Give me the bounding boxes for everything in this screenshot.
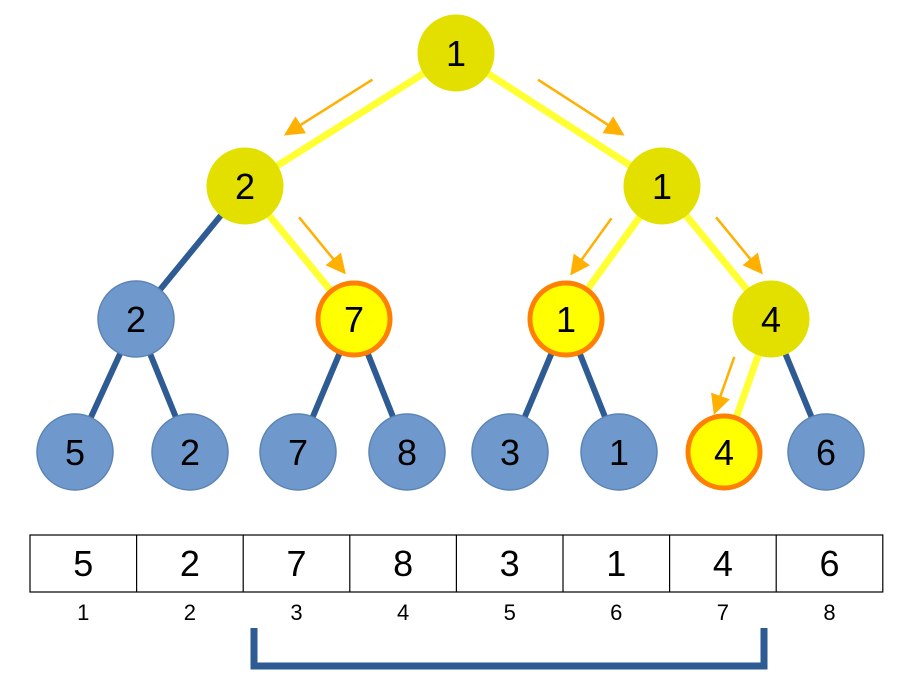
array-cell-value: 6 — [819, 543, 839, 584]
array-table: 5 1 2 2 7 3 8 4 3 5 1 6 4 7 6 8 — [29, 534, 884, 625]
tree-node-circle — [471, 413, 549, 491]
array-cell-value: 2 — [180, 543, 200, 584]
traversal-arrow-n2-n5 — [298, 216, 346, 275]
tree-node-circle — [315, 280, 393, 358]
array-index-label: 7 — [717, 600, 729, 625]
array-index-label: 3 — [290, 600, 302, 625]
array-cell-value: 7 — [286, 543, 306, 584]
array-cell-value: 1 — [606, 543, 626, 584]
tree-node-n11: 8 — [368, 413, 446, 491]
tree-node-label: 2 — [180, 432, 200, 473]
tree-edges — [72, 50, 829, 454]
traversal-arrow-n1-n2 — [283, 78, 374, 136]
tree-node-label: 3 — [500, 432, 520, 473]
array-index-label: 2 — [184, 600, 196, 625]
array-cell-value: 3 — [500, 543, 520, 584]
tree-edge-n1-n3 — [454, 50, 664, 189]
array-index-label: 6 — [610, 600, 622, 625]
array-cell-value: 5 — [73, 543, 93, 584]
tree-node-n12: 3 — [471, 413, 549, 491]
range-bracket-path — [250, 628, 768, 670]
tree-node-n13: 1 — [580, 413, 658, 491]
tree-node-circle — [97, 280, 175, 358]
tree-node-circle — [36, 413, 114, 491]
tree-node-n4: 2 — [97, 280, 175, 358]
tree-edge-n1-n2 — [243, 50, 458, 189]
tree-node-label: 1 — [556, 299, 576, 340]
array-cell-value: 4 — [713, 543, 733, 584]
tree-node-label: 7 — [344, 299, 364, 340]
tree-node-label: 6 — [816, 432, 836, 473]
tree-node-n8: 5 — [36, 413, 114, 491]
tree-node-circle — [417, 14, 495, 92]
tree-node-circle — [206, 147, 284, 225]
tree-node-label: 1 — [609, 432, 629, 473]
tree-node-n3: 1 — [623, 147, 701, 225]
tree-node-circle — [151, 413, 229, 491]
tree-node-circle — [527, 280, 605, 358]
tree-node-n10: 7 — [259, 413, 337, 491]
tree-node-n9: 2 — [151, 413, 229, 491]
tree-node-n15: 6 — [787, 413, 865, 491]
tree-node-n5: 7 — [315, 280, 393, 358]
tree-node-label: 1 — [652, 166, 672, 207]
range-bracket — [250, 628, 768, 670]
tree-node-circle — [580, 413, 658, 491]
array-cell-value: 8 — [393, 543, 413, 584]
tree-node-label: 8 — [397, 432, 417, 473]
tree-node-label: 2 — [126, 299, 146, 340]
tree-node-circle — [787, 413, 865, 491]
tree-node-label: 1 — [446, 33, 466, 74]
tree-node-n6: 1 — [527, 280, 605, 358]
tree-node-circle — [623, 147, 701, 225]
array-index-label: 1 — [77, 600, 89, 625]
traversal-arrow-n7-n14 — [711, 356, 736, 415]
tree-node-circle — [685, 413, 763, 491]
array-index-label: 8 — [823, 600, 835, 625]
tree-node-label: 5 — [65, 432, 85, 473]
tree-node-circle — [368, 413, 446, 491]
array-index-label: 4 — [397, 600, 409, 625]
tree-node-label: 4 — [761, 299, 781, 340]
array-index-label: 5 — [504, 600, 516, 625]
tree-node-n2: 2 — [206, 147, 284, 225]
tree-nodes: 1 2 1 2 7 1 4 5 2 7 8 3 1 4 6 — [36, 14, 865, 491]
tree-node-circle — [259, 413, 337, 491]
traversal-arrow-n3-n6 — [570, 217, 613, 276]
tree-node-circle — [732, 280, 810, 358]
tree-node-n14: 4 — [685, 413, 763, 491]
tree-node-n1: 1 — [417, 14, 495, 92]
tree-node-label: 4 — [714, 432, 734, 473]
traversal-arrows — [283, 78, 763, 415]
tree-node-n7: 4 — [732, 280, 810, 358]
traversal-arrow-n3-n7 — [715, 216, 763, 275]
traversal-arrow-n1-n3 — [537, 78, 625, 136]
tree-node-label: 2 — [235, 166, 255, 207]
tree-node-label: 7 — [288, 432, 308, 473]
